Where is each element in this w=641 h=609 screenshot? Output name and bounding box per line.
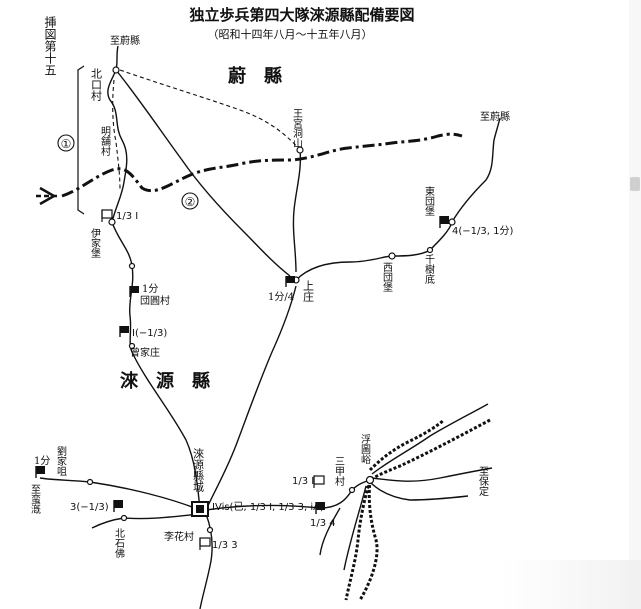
place-yijiabao: 伊家堡	[89, 228, 101, 258]
great-wall-line-2	[358, 479, 379, 601]
garrison-flag-icon	[119, 326, 129, 337]
unit-labels: 1/3 I 1分 I(−1/3) 1分/4 4(−1/3, 1分) 1分 3(−…	[34, 211, 513, 551]
place-zhujiazhuang: 曾家庄	[130, 346, 160, 359]
route-2-circle	[181, 192, 199, 210]
unit-sanjia: 1/3 I	[292, 476, 314, 487]
unit-dongtuan: 4(−1/3, 1分)	[452, 225, 513, 237]
map-subtitle: （昭和十四年八月～十五年八月）	[208, 27, 373, 41]
scrollbar-track[interactable]	[629, 0, 641, 609]
place-liujiaju: 劉家咀	[55, 445, 67, 476]
place-labels: 至蔚縣 北口村 明舗村 王宮洞山 至蔚縣 東団堡 西団堡 千樹底 上庄 伊家堡 …	[29, 35, 511, 559]
county-boundary	[61, 132, 463, 198]
unit-beishifo: 3(−1/3)	[70, 502, 109, 513]
place-mingpu: 明舗村	[99, 126, 111, 156]
garrison-flag-icon	[113, 500, 123, 512]
garrison-flag-icon	[199, 537, 211, 550]
page-fade-overlay	[500, 560, 641, 609]
place-lihuacun: 李花村	[164, 530, 194, 543]
unit-city: IVis(已, 1/3 I, 1/3 3, iA)	[212, 502, 324, 513]
place-to-wei-right: 至蔚縣	[480, 111, 510, 123]
figure-number-label: 挿図第十五	[43, 16, 57, 76]
unit-tuanyuan: 1分	[142, 283, 158, 295]
place-tuanyuancun: 団圓村	[140, 294, 170, 307]
garrison-flag-icon	[313, 475, 325, 488]
unit-yijiabao: 1/3 I	[116, 211, 138, 222]
garrison-flag-icon	[285, 276, 295, 287]
place-beishifo: 北石佛	[113, 528, 125, 559]
scrollbar-thumb[interactable]	[630, 177, 640, 191]
great-wall-line-3	[368, 418, 445, 472]
unit-sanjia-2: 1/3 4	[310, 518, 336, 529]
map-title: 独立歩兵第四大隊淶源縣配備要図	[189, 6, 414, 24]
unit-shangzhuang: 1分/4	[268, 291, 294, 303]
place-futuyu: 浮圖峪	[359, 434, 371, 465]
county-seat-icon	[191, 501, 209, 517]
garrison-flag-icon	[129, 286, 139, 297]
place-dongtuanbao: 東団堡	[423, 185, 435, 216]
route-1-circle	[57, 134, 75, 152]
route-1-marker: ①	[61, 137, 72, 151]
place-qianshudi: 千樹底	[423, 254, 435, 285]
village-dots	[86, 66, 456, 534]
garrison-flag-icon	[315, 502, 325, 514]
garrison-markers	[35, 209, 449, 550]
unit-liujia: 1分	[34, 455, 50, 467]
region-laiyuan-county: 淶 源 縣	[120, 370, 210, 392]
garrison-flag-icon	[101, 209, 113, 222]
place-shangzhuang: 上庄	[302, 280, 315, 303]
route-2-marker: ②	[185, 195, 196, 209]
place-to-wei-top: 至蔚縣	[110, 35, 140, 47]
unit-lihua: 1/3 3	[212, 540, 238, 551]
dashed-tracks	[112, 69, 301, 191]
place-to-wangji: 至蛮漑	[29, 484, 41, 515]
garrison-flag-icon	[439, 216, 449, 228]
unit-zhujia: I(−1/3)	[132, 328, 167, 339]
place-xituanbao: 西団堡	[381, 262, 393, 292]
route-bracket	[77, 65, 85, 215]
place-to-baoding: 至保定	[477, 466, 489, 497]
garrison-flag-icon	[35, 466, 45, 478]
place-beikou: 北口村	[90, 68, 103, 101]
place-wanggong: 王宮洞山	[291, 108, 303, 148]
region-wei-county: 蔚 縣	[228, 65, 282, 87]
place-laiyuan-city: 淶源縣城	[192, 448, 205, 492]
place-sanjiacun: 三甲村	[333, 456, 345, 486]
